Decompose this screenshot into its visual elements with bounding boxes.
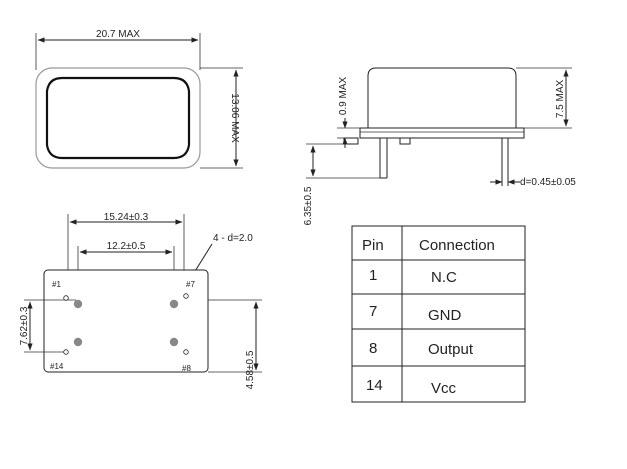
top-height-label: 13.06 MAX [229, 93, 240, 143]
bottom-edge-offset-label: 4.58±0.5 [245, 350, 256, 389]
pin-14-pad [73, 337, 83, 347]
table-border [351, 225, 526, 403]
table-header-pin: Pin [362, 237, 384, 254]
bottom-inner-spacing-label: 12.2±0.5 [107, 241, 146, 252]
top-view: 20.7 MAX 13.06 MAX [35, 29, 243, 169]
pin-8-pad [169, 337, 179, 347]
pin-marker-14: #14 [50, 362, 64, 371]
pin-marker-8: #8 [182, 364, 191, 373]
standoff-hole-bottom-right [183, 349, 189, 355]
side-offset-label: 0.9 MAX [338, 77, 349, 116]
side-lead-length-label: 6.35±0.5 [303, 186, 314, 225]
table-row-2-connection: GND [428, 307, 462, 324]
side-lead-left [379, 138, 388, 179]
table-row-3-pin: 8 [369, 340, 377, 357]
standoff-hole-bottom-left [63, 349, 69, 355]
pin-marker-1: #1 [52, 280, 61, 289]
side-standoff-right [399, 137, 411, 145]
side-lead-right [501, 138, 509, 186]
table-row-2-pin: 7 [369, 303, 377, 320]
side-base-plate [359, 127, 525, 139]
standoff-hole-top-left [63, 295, 69, 301]
standoff-hole-top-right [183, 293, 189, 299]
table-row-1-connection: N.C [431, 269, 457, 286]
table-header-connection: Connection [419, 237, 495, 254]
bottom-body-outline [43, 269, 209, 373]
table-row-3-connection: Output [428, 341, 474, 358]
side-height-label: 7.5 MAX [555, 80, 566, 119]
side-view: 0.9 MAX 7.5 MAX 6.35±0.5 d=0.45±0.05 [303, 67, 576, 225]
pin-marker-7: #7 [186, 280, 195, 289]
bottom-row-spacing-label: 7.62±0.3 [19, 306, 30, 345]
bottom-outer-spacing-label: 15.24±0.3 [104, 212, 149, 223]
pin-7-pad [169, 299, 179, 309]
pin-1-pad [73, 299, 83, 309]
table-row-4-connection: Vcc [431, 380, 457, 397]
top-width-label: 20.7 MAX [96, 29, 140, 40]
pin-connection-table: Pin Connection 1 N.C 7 GND 8 Output 14 V… [351, 225, 526, 403]
top-body-inner-shape [45, 76, 191, 160]
bottom-hole-note: 4 - d=2.0 [213, 233, 253, 244]
bottom-view: 15.24±0.3 12.2±0.5 4 - d=2.0 7.62±0.3 4.… [19, 212, 262, 389]
top-body-outline [35, 67, 201, 169]
table-row-1-pin: 1 [369, 267, 377, 284]
lead-diameter-label: d=0.45±0.05 [520, 177, 576, 188]
side-standoff-left [343, 137, 359, 145]
side-can-outline [367, 67, 517, 128]
table-row-4-pin: 14 [366, 377, 383, 394]
